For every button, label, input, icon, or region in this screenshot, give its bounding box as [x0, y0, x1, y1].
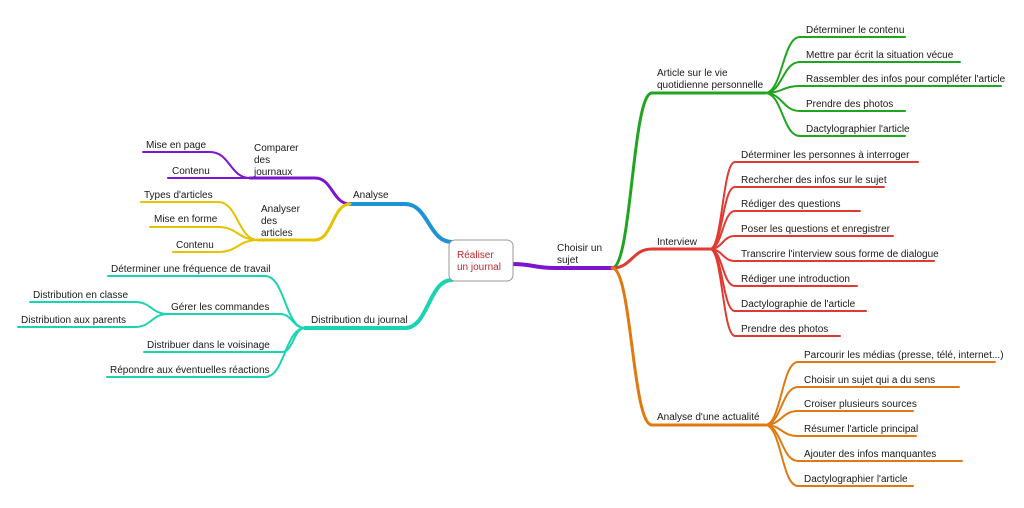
leaf-actualite-6[interactable]: Dactylographier l'article	[804, 474, 908, 485]
branch-commandes-classe	[29, 301, 169, 315]
branch-analyse-comparer	[248, 176, 352, 206]
leaf-distribution-classe[interactable]: Distribution en classe	[33, 290, 128, 301]
leaf-distribution-parents[interactable]: Distribution aux parents	[21, 315, 126, 326]
leaf-article-5[interactable]: Dactylographier l'article	[806, 124, 910, 135]
branch-lines	[17, 36, 1002, 487]
leaf-article-1[interactable]: Déterminer le contenu	[806, 25, 904, 36]
leaf-interview-3[interactable]: Rédiger des questions	[741, 199, 841, 210]
leaf-article-2[interactable]: Mettre par écrit la situation vécue	[806, 50, 954, 61]
leaf-types-articles[interactable]: Types d'articles	[144, 190, 213, 201]
subtopic-article-line-1[interactable]: Article sur le vie	[657, 68, 728, 79]
root-label-line-1: Réaliser	[457, 250, 494, 261]
leaf-article-3[interactable]: Rassembler des infos pour compléter l'ar…	[806, 74, 1006, 85]
leaf-mise-en-forme[interactable]: Mise en forme	[154, 214, 218, 225]
topic-choisir-line-1[interactable]: Choisir un	[557, 243, 602, 254]
subtopic-comparer-line-1[interactable]: Comparer	[254, 143, 299, 154]
branch-interview-leaf-8	[709, 248, 841, 337]
subtopic-analyser-line-3[interactable]: articles	[261, 228, 293, 239]
subtopic-interview[interactable]: Interview	[657, 237, 698, 248]
subtopic-article-line-2[interactable]: quotidienne personnelle	[657, 80, 764, 91]
branch-commandes-parents	[17, 313, 169, 328]
branch-article-leaf-5	[764, 92, 906, 137]
branch-actualite-leaf-1	[764, 361, 996, 426]
subtopic-analyser-line-2[interactable]: des	[261, 216, 277, 227]
branch-interview-leaf-2	[709, 186, 885, 250]
topic-distribution[interactable]: Distribution du journal	[311, 315, 408, 326]
branch-actualite-leaf-6	[764, 424, 914, 487]
branch-choisir-actualite	[610, 266, 767, 427]
leaf-interview-2[interactable]: Rechercher des infos sur le sujet	[741, 175, 887, 186]
leaf-actualite-5[interactable]: Ajouter des infos manquantes	[804, 449, 936, 460]
topic-choisir-line-2[interactable]: sujet	[557, 255, 578, 266]
leaf-interview-6[interactable]: Rédiger une introduction	[741, 274, 850, 285]
subtopic-commandes[interactable]: Gérer les commandes	[171, 302, 269, 313]
topic-analyse[interactable]: Analyse	[353, 190, 389, 201]
branch-distribution-commandes	[167, 313, 306, 329]
branch-choisir-article	[610, 91, 767, 270]
branch-choisir-interview	[610, 247, 712, 270]
root-label-line-2: un journal	[457, 262, 501, 273]
branch-actualite-leaf-3	[764, 410, 914, 426]
leaf-frequence[interactable]: Déterminer une fréquence de travail	[111, 264, 271, 275]
leaf-actualite-3[interactable]: Croiser plusieurs sources	[804, 399, 917, 410]
leaf-reactions[interactable]: Répondre aux éventuelles réactions	[110, 365, 270, 376]
leaf-actualite-4[interactable]: Résumer l'article principal	[804, 424, 918, 435]
leaf-interview-5[interactable]: Transcrire l'interview sous forme de dia…	[741, 249, 939, 260]
subtopic-comparer-line-2[interactable]: des	[254, 155, 270, 166]
branch-root-choisir	[510, 262, 614, 270]
leaf-voisinage[interactable]: Distribuer dans le voisinage	[147, 340, 270, 351]
subtopic-analyser-line-1[interactable]: Analyser	[261, 204, 301, 215]
leaf-interview-1[interactable]: Déterminer les personnes à interroger	[741, 150, 910, 161]
branch-root-distribution	[303, 278, 454, 330]
leaf-interview-7[interactable]: Dactylographie de l'article	[741, 299, 856, 310]
leaf-contenu-comparer[interactable]: Contenu	[172, 166, 210, 177]
branch-analyse-analyser	[256, 202, 352, 242]
branch-interview-leaf-4	[709, 235, 894, 250]
branch-article-leaf-1	[764, 36, 906, 94]
branch-article-leaf-3	[764, 85, 1002, 94]
subtopic-actualite[interactable]: Analyse d'une actualité	[657, 412, 760, 423]
leaf-interview-8[interactable]: Prendre des photos	[741, 324, 828, 335]
leaf-contenu-analyser[interactable]: Contenu	[176, 240, 214, 251]
branch-distribution-reactions	[106, 327, 306, 378]
root-node[interactable]: Réaliser un journal	[448, 239, 514, 282]
subtopic-comparer-line-3[interactable]: journaux	[253, 167, 292, 178]
leaf-article-4[interactable]: Prendre des photos	[806, 99, 893, 110]
branch-root-analyse	[348, 202, 454, 244]
leaf-actualite-2[interactable]: Choisir un sujet qui a du sens	[804, 375, 935, 386]
leaf-mise-en-page[interactable]: Mise en page	[146, 140, 206, 151]
branch-analyser-contenu	[172, 239, 259, 253]
leaf-interview-4[interactable]: Poser les questions et enregistrer	[741, 224, 891, 235]
leaf-actualite-1[interactable]: Parcourir les médias (presse, télé, inte…	[804, 350, 1004, 361]
